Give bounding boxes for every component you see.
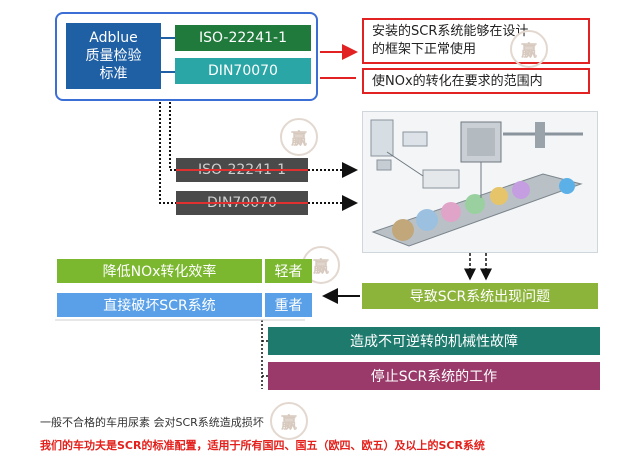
system-stop-box: 停止SCR系统的工作 — [268, 362, 600, 390]
scr-problem-box: 导致SCR系统出现问题 — [362, 283, 598, 309]
dotted-to-din — [159, 90, 176, 204]
severe-effect-row: 直接破坏SCR系统 重者 — [57, 293, 312, 317]
noncompliant-iso-bar: ISO-22241-1 — [176, 158, 308, 182]
footnote: 一般不合格的车用尿素 会对SCR系统造成损坏 — [40, 416, 264, 429]
severe-severity-tag: 重者 — [265, 293, 312, 317]
watermark-seal: 赢 — [270, 402, 308, 440]
mild-effect-label: 降低NOx转化效率 — [57, 259, 262, 283]
footer-red-note: 我们的车功夫是SCR的标准配置，适用于所有国四、国五（欧四、欧五）及以上的SCR… — [40, 439, 485, 452]
strike-line — [176, 202, 308, 204]
standards-link — [161, 37, 175, 73]
dotted-to-iso — [169, 86, 176, 171]
watermark-seal: 赢 — [280, 118, 318, 156]
din-standard-box: DIN70070 — [175, 58, 311, 84]
iso-standard-box: ISO-22241-1 — [175, 25, 311, 51]
normal-use-note: 安装的SCR系统能够在设计 的框架下正常使用 — [362, 18, 590, 64]
scr-system-illustration — [370, 119, 583, 247]
mild-severity-tag: 轻者 — [265, 259, 312, 283]
adblue-line1: Adblue — [89, 30, 138, 46]
nox-range-note: 使NOx的转化在要求的范围内 — [362, 68, 590, 94]
severe-effect-label: 直接破坏SCR系统 — [57, 293, 262, 317]
adblue-line2: 质量检验 — [85, 48, 142, 64]
noncompliant-din-bar: DIN70070 — [176, 191, 308, 215]
normal-use-line2: 的框架下正常使用 — [372, 42, 477, 57]
mechanical-failure-box: 造成不可逆转的机械性故障 — [268, 327, 600, 355]
normal-use-line1: 安装的SCR系统能够在设计 — [372, 24, 529, 39]
adblue-line3: 标准 — [99, 66, 128, 82]
scr-system-diagram — [362, 111, 598, 253]
adblue-standard-box: Adblue 质量检验 标准 — [66, 23, 161, 89]
strike-line — [176, 169, 308, 171]
mild-effect-row: 降低NOx转化效率 轻者 — [57, 259, 312, 283]
watermark-seal: 赢 — [510, 30, 548, 68]
